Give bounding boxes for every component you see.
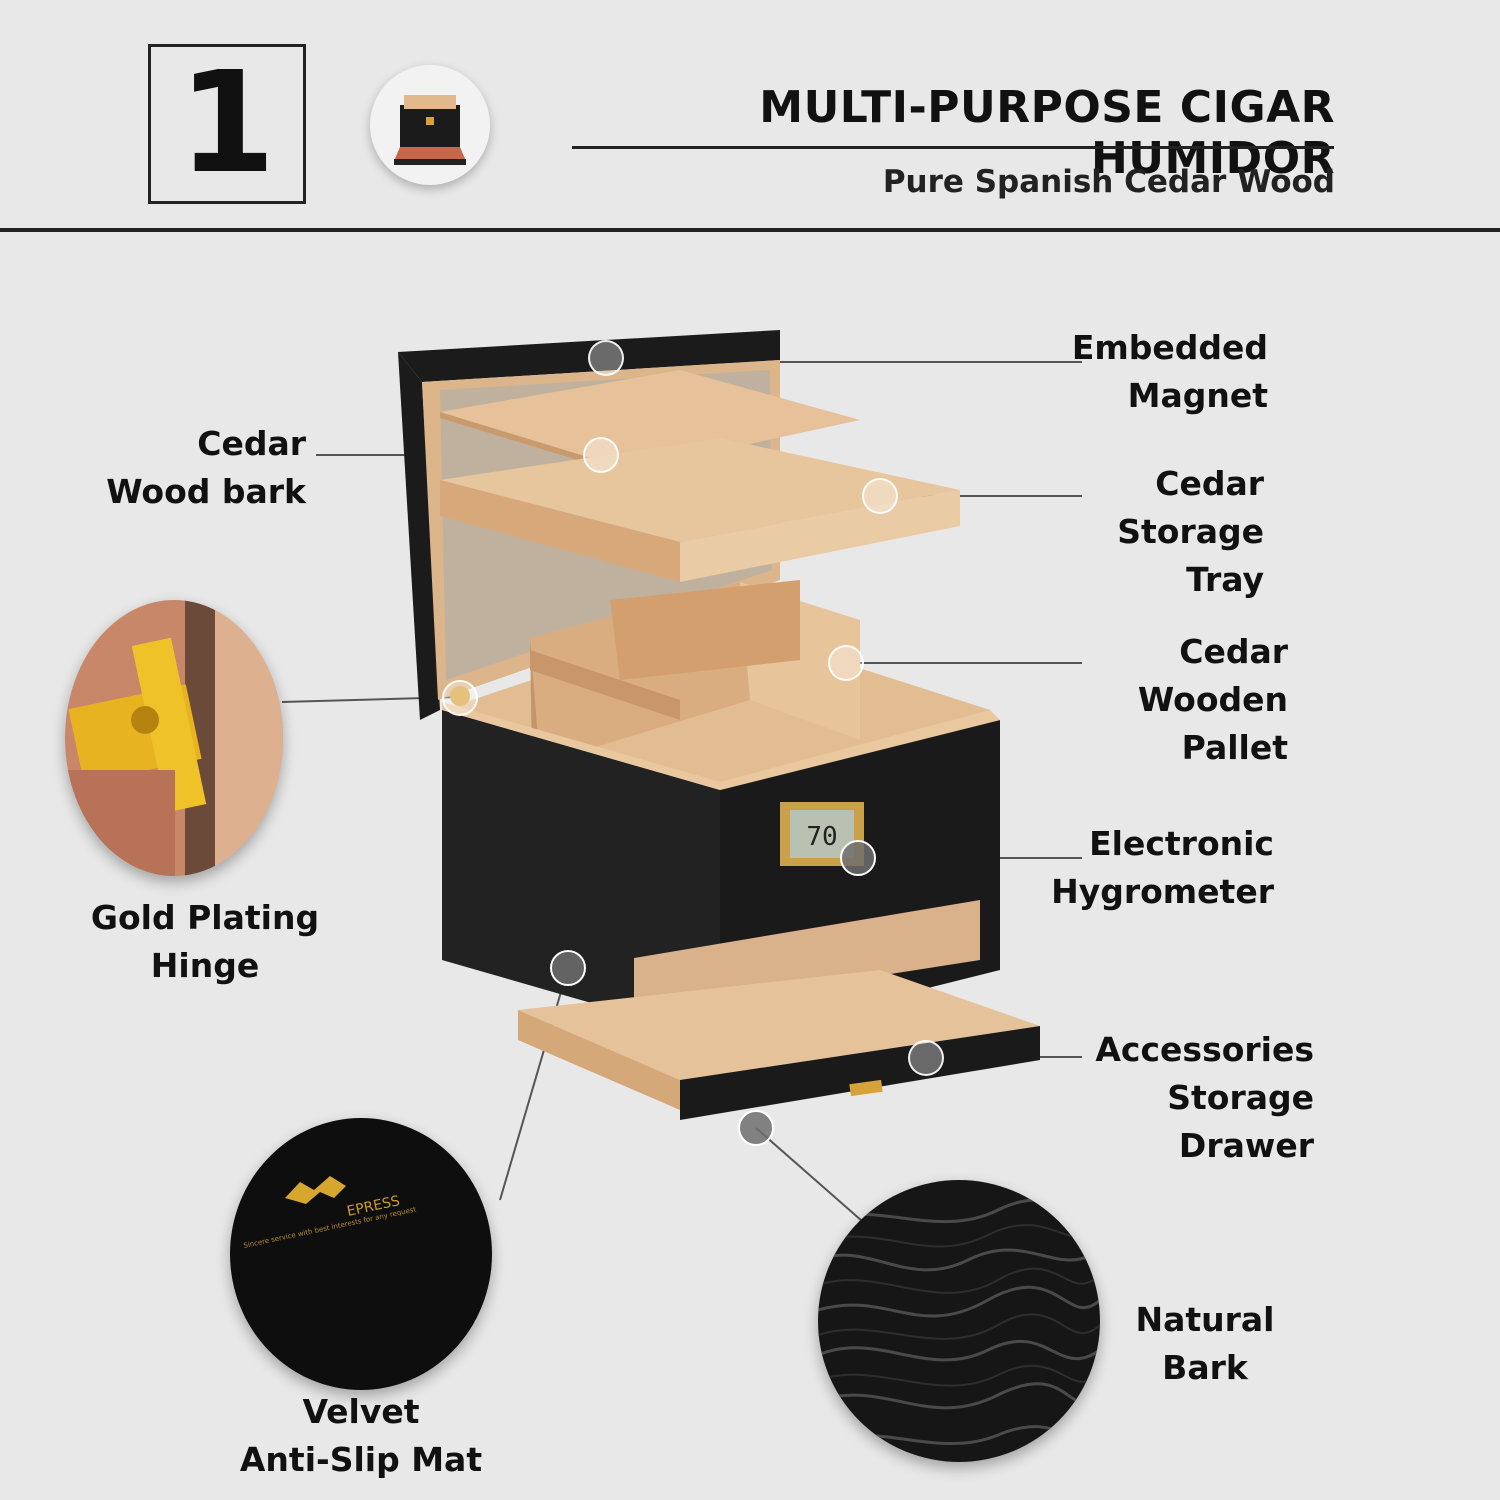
callout-dot-cedar-bark (583, 437, 619, 473)
callout-dot-storage-tray (862, 478, 898, 514)
product-thumbnail (370, 65, 490, 185)
callout-dot-velvet (550, 950, 586, 986)
storage-tray-top (440, 438, 960, 542)
cedar-bark-sheet (440, 370, 860, 470)
lid-side (398, 352, 440, 720)
velvet-detail-circle: EPRESS Sincere service with best interes… (230, 1118, 492, 1390)
page-title: MULTI-PURPOSE CIGAR HUMIDOR (759, 82, 1335, 184)
label-electronic-hygrometer: Electronic Hygrometer (1040, 820, 1274, 916)
storage-tray-front (440, 480, 680, 582)
callout-dot-magnet (588, 340, 624, 376)
storage-tray-side (680, 490, 960, 582)
label-natural-bark: Natural Bark (1120, 1296, 1290, 1392)
callout-dot-natural-bark (738, 1110, 774, 1146)
label-embedded-magnet-line2: Magnet (1127, 376, 1268, 415)
callout-dot-pallet (828, 645, 864, 681)
header-divider (0, 228, 1500, 232)
label-cedar-wooden-pallet-line1: Cedar (1179, 632, 1288, 671)
label-velvet-anti-slip-mat: Velvet Anti-Slip Mat (230, 1388, 492, 1484)
label-cedar-wood-bark-line2: Wood bark (106, 472, 306, 511)
label-accessories-storage-drawer: Accessories Storage Drawer (1030, 1026, 1314, 1170)
callout-dot-hygrometer (840, 840, 876, 876)
label-natural-bark-line2: Bark (1162, 1348, 1248, 1387)
label-gold-plating-hinge-line2: Hinge (150, 946, 260, 985)
callout-dot-drawer (908, 1040, 944, 1076)
label-gold-plating-hinge-line1: Gold Plating (90, 898, 320, 937)
label-gold-plating-hinge: Gold Plating Hinge (70, 894, 340, 990)
label-velvet-anti-slip-mat-line1: Velvet (302, 1392, 420, 1431)
title-divider (572, 146, 1334, 149)
label-accessories-storage-drawer-line1: Accessories (1095, 1030, 1314, 1069)
drawer-opening (634, 900, 980, 1014)
humidor-illustration: 70 (398, 330, 1040, 1120)
label-cedar-wood-bark: Cedar Wood bark (90, 420, 306, 516)
label-cedar-storage-tray-line2: Storage Tray (1117, 512, 1264, 599)
label-cedar-wooden-pallet-line2: Wooden Pallet (1137, 680, 1288, 767)
drawer-handle (849, 1079, 883, 1097)
label-cedar-wood-bark-line1: Cedar (197, 424, 306, 463)
wooden-pallet-front (530, 650, 680, 720)
leader-line-natural-bark (755, 1127, 871, 1229)
section-number: 1 (178, 42, 276, 205)
hinge-detail-image (65, 600, 283, 876)
drawer-left (518, 1010, 680, 1110)
velvet-detail-image: EPRESS Sincere service with best interes… (230, 1118, 492, 1390)
hinge-detail-circle (65, 600, 283, 876)
section-number-box: 1 (148, 44, 306, 204)
label-cedar-storage-tray-line1: Cedar (1155, 464, 1264, 503)
label-electronic-hygrometer-line1: Electronic (1089, 824, 1274, 863)
logo-mark (285, 1176, 346, 1204)
natural-bark-detail-image (818, 1180, 1100, 1462)
label-natural-bark-line1: Natural (1135, 1300, 1275, 1339)
humidor-thumbnail-image (394, 95, 466, 165)
label-electronic-hygrometer-line2: Hygrometer (1051, 872, 1274, 911)
page-subtitle: Pure Spanish Cedar Wood (882, 164, 1335, 200)
label-cedar-storage-tray: Cedar Storage Tray (1030, 460, 1264, 604)
hygrometer-reading: 70 (806, 822, 837, 852)
label-embedded-magnet: Embedded Magnet (1040, 324, 1268, 420)
label-cedar-wooden-pallet: Cedar Wooden Pallet (1030, 628, 1288, 772)
label-accessories-storage-drawer-line2: Storage Drawer (1167, 1078, 1314, 1165)
natural-bark-detail-circle (818, 1180, 1100, 1462)
label-embedded-magnet-line1: Embedded (1071, 328, 1268, 367)
drawer-top (518, 970, 1040, 1080)
label-velvet-anti-slip-mat-line2: Anti-Slip Mat (239, 1440, 483, 1479)
callout-dot-hinge (442, 680, 478, 716)
drawer-front (680, 1026, 1040, 1120)
